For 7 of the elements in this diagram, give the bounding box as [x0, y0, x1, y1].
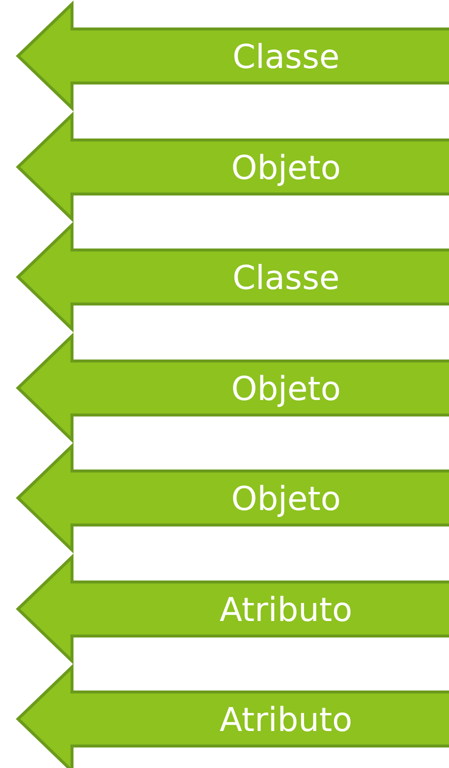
arrow-label: Classe — [231, 257, 341, 299]
arrow-label: Atributo — [218, 699, 354, 741]
arrow-label: Objeto — [230, 146, 342, 188]
arrow-label: Objeto — [230, 478, 342, 520]
arrow-label: Classe — [231, 36, 341, 78]
arrow-label: Objeto — [230, 368, 342, 410]
arrow-label: Atributo — [218, 588, 354, 630]
